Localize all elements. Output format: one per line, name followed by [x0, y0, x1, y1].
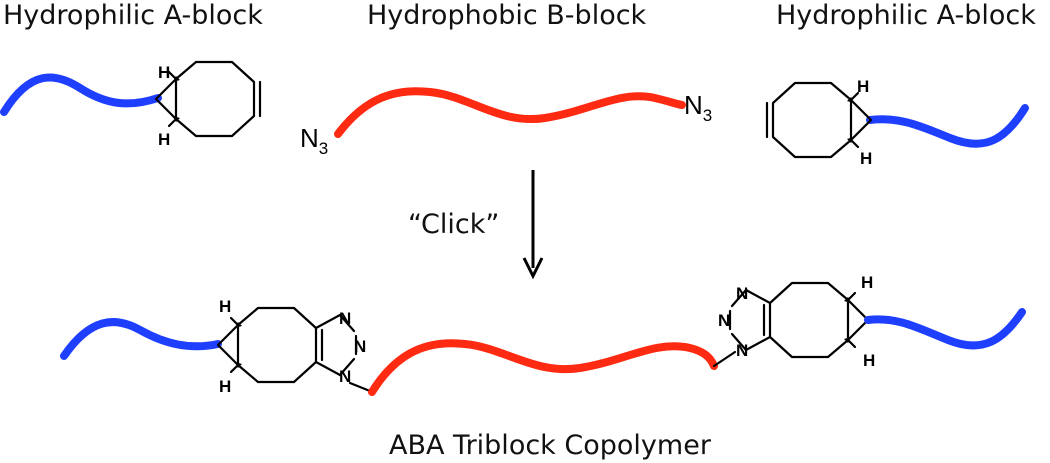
- hydrogen-label: H: [860, 149, 872, 168]
- fused-triazole-left: [216, 306, 358, 384]
- product-hydrophilic-chain-right: [864, 308, 1026, 350]
- product-hydrophobic-chain: [368, 339, 718, 396]
- label-hydrophilic-a-block-left: Hydrophilic A-block: [3, 0, 263, 31]
- hydrogen-label: H: [863, 351, 875, 370]
- bcn-group-left: [154, 60, 262, 138]
- reactant-a-block-left: H H: [0, 60, 262, 149]
- reaction-arrow: [522, 170, 544, 280]
- nitrogen-label: N: [718, 311, 730, 330]
- fused-triazole-right: [728, 281, 870, 359]
- hydrophilic-chain-right: [866, 104, 1029, 148]
- hydrogen-label: H: [158, 63, 170, 82]
- nitrogen-label: N: [736, 284, 748, 303]
- hydrogen-label: H: [857, 77, 869, 96]
- nitrogen-label: N: [354, 337, 366, 356]
- hydrogen-label: H: [158, 130, 170, 149]
- hydrophobic-chain: [334, 87, 686, 138]
- hydrogen-label: H: [219, 377, 231, 396]
- product-triblock: H H N N N N N N H H: [60, 273, 1026, 396]
- nitrogen-label: N: [339, 367, 351, 386]
- hydrogen-label: H: [861, 273, 873, 292]
- label-hydrophobic-b-block: Hydrophobic B-block: [367, 0, 647, 31]
- azide-label-left: N3: [300, 123, 328, 158]
- nitrogen-label: N: [736, 341, 748, 360]
- product-hydrophilic-chain-left: [60, 318, 222, 360]
- reactant-b-block: N3 N3: [300, 87, 712, 158]
- label-aba-triblock-copolymer: ABA Triblock Copolymer: [389, 430, 712, 461]
- azide-label-right: N3: [684, 90, 712, 125]
- click-label: “Click”: [408, 209, 499, 240]
- reactant-a-block-right: H H: [765, 77, 1029, 168]
- hydrophilic-chain-left: [0, 73, 162, 116]
- label-hydrophilic-a-block-right: Hydrophilic A-block: [776, 0, 1036, 31]
- nitrogen-label: N: [339, 309, 351, 328]
- bcn-group-right: [765, 81, 873, 159]
- hydrogen-label: H: [219, 297, 231, 316]
